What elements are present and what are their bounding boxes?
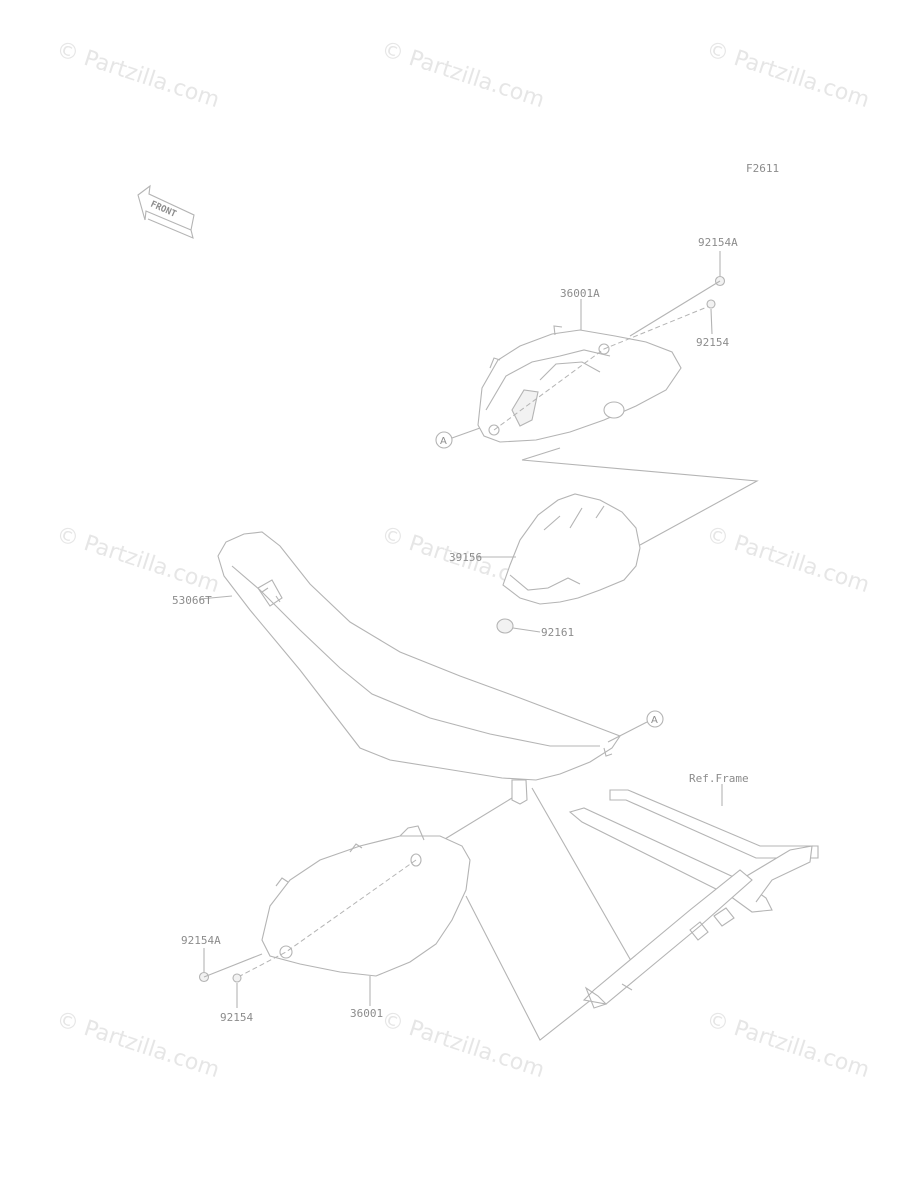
callout-a-top: A — [435, 427, 481, 449]
reference-frame — [568, 789, 819, 1009]
seat — [217, 531, 621, 781]
watermark: © Partzilla.com — [703, 37, 872, 113]
label-seat: 53066T — [172, 594, 212, 607]
callout-letter: A — [651, 715, 658, 726]
front-arrow-icon: FRONT — [137, 184, 195, 239]
side-cover-left — [239, 825, 471, 977]
watermark: © Partzilla.com — [703, 522, 872, 598]
label-pad: 39156 — [449, 551, 482, 564]
label-bolt-top: 92154 — [696, 336, 729, 349]
watermark: © Partzilla.com — [53, 1007, 222, 1083]
label-ref-frame: Ref.Frame — [689, 772, 749, 785]
label-cover-right: 36001A — [560, 287, 600, 300]
label-cover-left: 36001 — [350, 1007, 383, 1020]
watermark: © Partzilla.com — [703, 1007, 872, 1083]
callout-letter: A — [440, 436, 447, 447]
watermark: © Partzilla.com — [53, 37, 222, 113]
watermark: © Partzilla.com — [53, 522, 222, 598]
pad — [502, 493, 641, 605]
side-cover-right — [477, 304, 713, 443]
seat-bracket — [511, 779, 528, 805]
label-bolt-bottom: 92154 — [220, 1011, 253, 1024]
diagram-code: F2611 — [746, 162, 779, 175]
callout-a-seat: A — [607, 710, 664, 743]
damper-icon — [496, 618, 514, 634]
label-damper: 92161 — [541, 626, 574, 639]
label-bolt-top-a: 92154A — [698, 236, 738, 249]
watermark: © Partzilla.com — [378, 1007, 547, 1083]
bolt-top-icon — [706, 299, 716, 309]
label-bolt-bottom-a: 92154A — [181, 934, 221, 947]
watermark: © Partzilla.com — [378, 37, 547, 113]
bolt-bottom-icon — [232, 973, 242, 983]
